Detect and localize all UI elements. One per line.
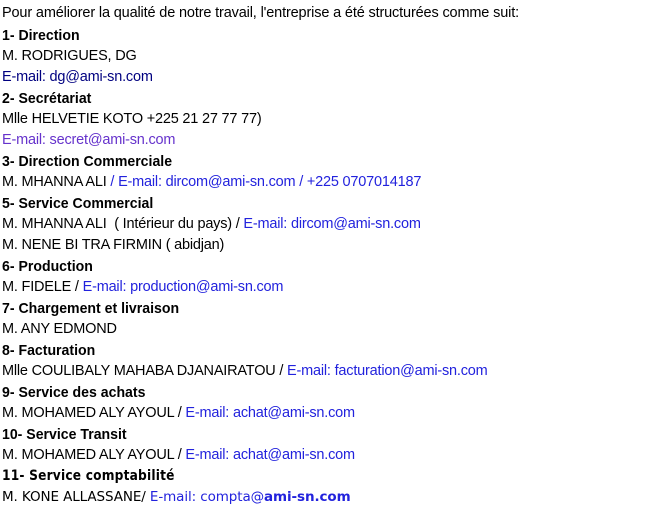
email-link[interactable]: E-mail: dircom@ami-sn.com <box>243 216 421 232</box>
section-detail-line: M. KONE ALLASSANE/ E-mail: compta@ami-sn… <box>2 487 657 508</box>
section-heading: 5- Service Commercial <box>2 195 154 212</box>
section-detail-line: M. MHANNA ALI / E-mail: dircom@ami-sn.co… <box>2 172 657 193</box>
plain-text: M. FIDELE / <box>2 279 83 295</box>
section-detail-line: M. RODRIGUES, DG <box>2 46 657 67</box>
section-detail-line: M. NENE BI TRA FIRMIN ( abidjan) <box>2 235 657 256</box>
plain-text: Mlle HELVETIE KOTO +225 21 27 77 77) <box>2 111 262 127</box>
plain-text: M. MHANNA ALI ( Intérieur du pays) / <box>2 216 244 232</box>
email-link[interactable]: E-mail: compta@ <box>149 489 265 505</box>
plain-text: M. MOHAMED ALY AYOUL / <box>2 447 186 463</box>
email-link[interactable]: E-mail: achat@ami-sn.com <box>185 405 355 421</box>
plain-text: M. RODRIGUES, DG <box>2 48 137 64</box>
section-heading: 6- Production <box>2 258 93 275</box>
section-heading: 3- Direction Commerciale <box>2 153 173 170</box>
email-link[interactable]: E-mail: production@ami-sn.com <box>82 279 284 295</box>
section-detail-line: Mlle HELVETIE KOTO +225 21 27 77 77) <box>2 109 657 130</box>
section-detail-line: M. MOHAMED ALY AYOUL / E-mail: achat@ami… <box>2 445 657 466</box>
plain-text: M. MOHAMED ALY AYOUL / <box>2 405 186 421</box>
section-detail-line: E-mail: secret@ami-sn.com <box>2 130 657 151</box>
section-heading: 9- Service des achats <box>2 384 146 401</box>
section-heading: 7- Chargement et livraison <box>2 300 180 317</box>
section-detail-line: E-mail: dg@ami-sn.com <box>2 67 657 88</box>
section-heading: 11- Service comptabilité <box>2 468 175 484</box>
section-heading: 8- Facturation <box>2 342 96 359</box>
section-heading: 1- Direction <box>2 27 80 44</box>
email-link[interactable]: E-mail: secret@ami-sn.com <box>2 132 176 148</box>
sections-list: 1- Direction M. RODRIGUES, DG E-mail: dg@a… <box>2 25 657 508</box>
email-link[interactable]: E-mail: facturation@ami-sn.com <box>287 363 488 379</box>
section-detail-line: M. ANY EDMOND <box>2 319 657 340</box>
plain-text: M. MHANNA ALI <box>2 174 111 190</box>
email-link[interactable]: ami-sn.com <box>264 489 351 505</box>
intro-paragraph: Pour améliorer la qualité de notre trava… <box>2 5 519 21</box>
plain-text: M. KONE ALLASSANE/ <box>2 489 150 505</box>
section-heading: 10- Service Transit <box>2 426 127 443</box>
section-detail-line: Mlle COULIBALY MAHABA DJANAIRATOU / E-ma… <box>2 361 657 382</box>
plain-text: Mlle COULIBALY MAHABA DJANAIRATOU / <box>2 363 288 379</box>
plain-text: M. ANY EDMOND <box>2 321 117 337</box>
email-link[interactable]: E-mail: dg@ami-sn.com <box>2 69 153 85</box>
email-link[interactable]: E-mail: achat@ami-sn.com <box>185 447 355 463</box>
section-detail-line: M. FIDELE / E-mail: production@ami-sn.co… <box>2 277 657 298</box>
section-heading: 2- Secrétariat <box>2 90 92 107</box>
section-detail-line: M. MOHAMED ALY AYOUL / E-mail: achat@ami… <box>2 403 657 424</box>
section-detail-line: M. MHANNA ALI ( Intérieur du pays) / E-m… <box>2 214 657 235</box>
plain-text: M. NENE BI TRA FIRMIN ( abidjan) <box>2 237 225 253</box>
email-link[interactable]: / E-mail: dircom@ami-sn.com / +225 07070… <box>110 174 422 190</box>
